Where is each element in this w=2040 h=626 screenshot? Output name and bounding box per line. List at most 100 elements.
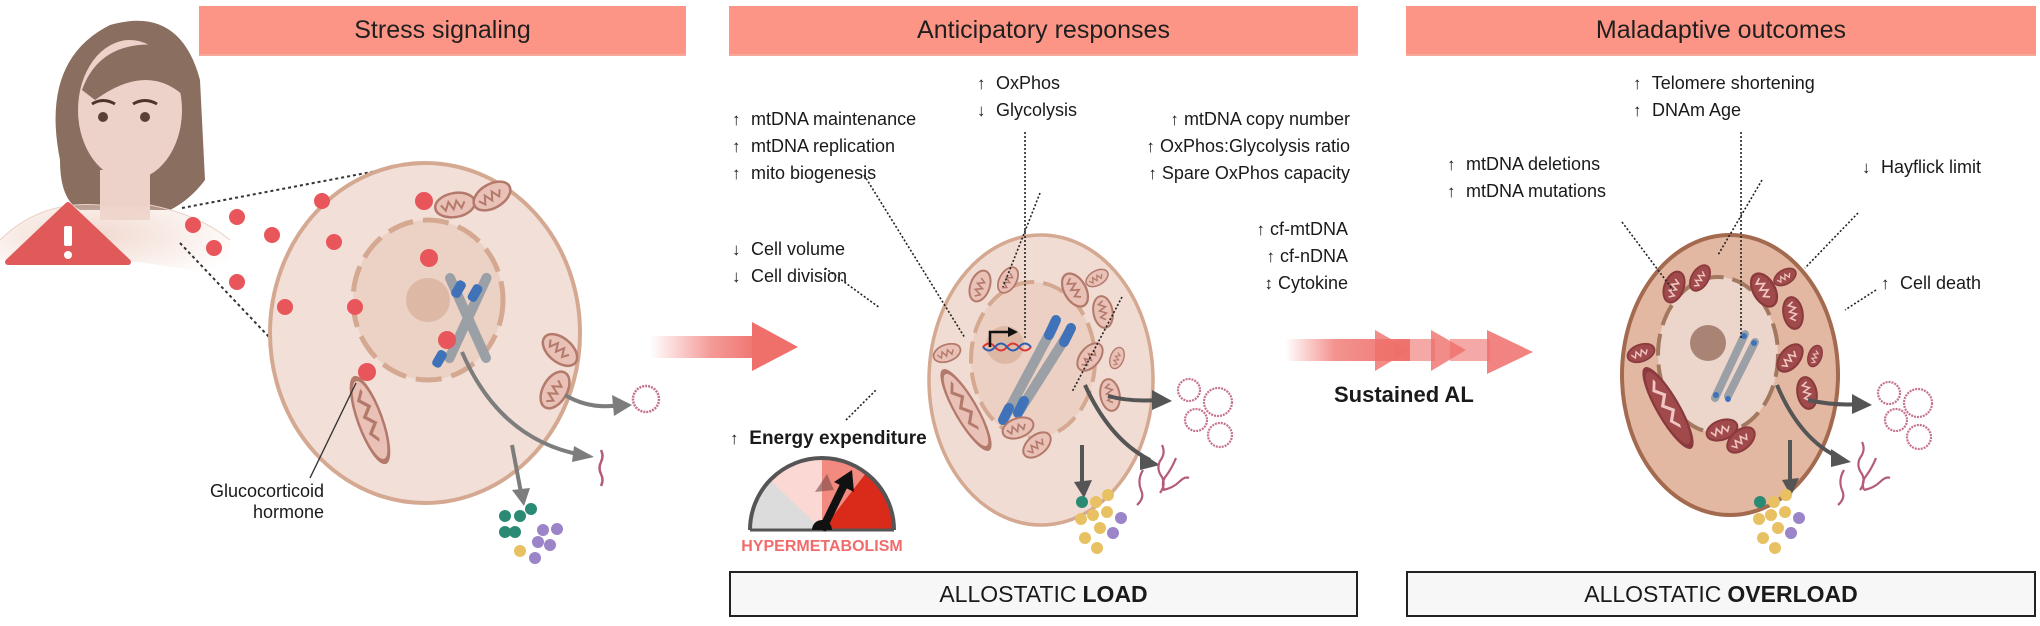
annotation-item: ↓ Glycolysis — [977, 97, 1077, 124]
direction-arrow-icon: ↓ — [732, 240, 741, 259]
cytokine-dots — [1753, 489, 1805, 554]
annotation-text: mtDNA copy number — [1183, 109, 1350, 129]
hormone-pointer-line — [309, 382, 357, 479]
annotation-text: mito biogenesis — [751, 163, 877, 183]
cf-ndna-strands — [1136, 444, 1190, 506]
annotation-item: ↑ cf-nDNA — [1200, 243, 1348, 270]
direction-arrow-icon: ↓ — [732, 267, 741, 286]
panel-title: Stress signaling — [354, 15, 531, 44]
person-illustration — [0, 20, 231, 280]
cell-maladaptive — [1620, 233, 1840, 517]
annotation-text: cf-mtDNA — [1270, 219, 1348, 239]
annotation-item: ↑ mtDNA replication — [732, 133, 916, 160]
annotation-pointers — [1621, 132, 1877, 338]
sustained-al-label: Sustained AL — [1334, 382, 1474, 407]
panel-title: Maladaptive outcomes — [1595, 15, 1847, 44]
hayflick-annotation: ↓ Hayflick limit — [1862, 154, 1981, 181]
annotation-item: ↑ Spare OxPhos capacity — [1100, 160, 1350, 187]
transition-arrow — [650, 322, 798, 371]
cf-mtdna-circles — [1176, 377, 1234, 449]
annotation-item: ↕ Cytokine — [1200, 270, 1348, 297]
cytokine-dots — [499, 503, 563, 564]
annotation-item: ↑ Telomere shortening — [1633, 70, 1815, 97]
hormone-label-line: Glucocorticoid — [209, 481, 324, 501]
panel-title: Anticipatory responses — [917, 15, 1170, 44]
direction-arrow-icon: ↑ — [1266, 247, 1275, 266]
footer-prefix: ALLOSTATIC — [939, 580, 1077, 607]
annotation-text: OxPhos:Glycolysis ratio — [1159, 136, 1350, 156]
direction-arrow-icon: ↑ — [1881, 274, 1890, 293]
cell-free-annotation-group: ↑ cf-mtDNA ↑ cf-nDNA ↕ Cytokine — [1200, 216, 1348, 297]
annotation-item: ↓ Cell division — [732, 263, 847, 290]
annotation-item: ↓ Cell volume — [732, 236, 847, 263]
direction-arrow-icon: ↑ — [1146, 137, 1155, 156]
direction-arrow-icon: ↑ — [1447, 155, 1456, 174]
direction-arrow-icon: ↑ — [1447, 182, 1456, 201]
footer-emphasis: LOAD — [1082, 580, 1148, 607]
direction-arrow-icon: ↑ — [1256, 220, 1265, 239]
annotation-text: Spare OxPhos capacity — [1161, 163, 1350, 183]
direction-arrow-icon: ↑ — [1170, 110, 1179, 129]
cytokine-dots — [1075, 489, 1127, 554]
footer-prefix: ALLOSTATIC — [1584, 580, 1722, 607]
annotation-text: Hayflick limit — [1881, 157, 1982, 177]
annotation-item: ↑ cf-mtDNA — [1200, 216, 1348, 243]
direction-arrow-icon: ↑ — [732, 137, 741, 156]
annotation-text: cf-nDNA — [1279, 246, 1348, 266]
cf-ndna-strands — [1837, 441, 1891, 506]
mtdna-damage-annotation-group: ↑ mtDNA deletions ↑ mtDNA mutations — [1447, 151, 1606, 205]
cell-death-annotation: ↑ Cell death — [1881, 270, 1981, 297]
annotation-item: ↑ OxPhos:Glycolysis ratio — [1100, 133, 1350, 160]
annotation-text: Cytokine — [1277, 273, 1348, 293]
annotation-text: Cell death — [1900, 273, 1982, 293]
direction-arrow-icon: ↑ — [977, 74, 986, 93]
direction-arrow-icon: ↓ — [977, 101, 986, 120]
panel-header-maladaptive-outcomes: Maladaptive outcomes — [1406, 6, 2036, 56]
mito-annotation-group: ↑ mtDNA maintenance ↑ mtDNA replication … — [732, 106, 916, 187]
annotation-text: Cell volume — [751, 239, 846, 259]
metabolism-annotation-group: ↑ OxPhos ↓ Glycolysis — [977, 70, 1077, 124]
annotation-text: Telomere shortening — [1651, 73, 1815, 93]
annotation-item: ↑ mtDNA copy number — [1100, 106, 1350, 133]
annotation-text: mtDNA replication — [751, 136, 896, 156]
footer-emphasis: OVERLOAD — [1727, 580, 1858, 607]
annotation-text: Glycolysis — [996, 100, 1078, 120]
panel-header-anticipatory-responses: Anticipatory responses — [729, 6, 1358, 56]
direction-arrow-icon: ↑ — [732, 164, 741, 183]
annotation-pointers — [824, 132, 1123, 421]
direction-arrow-icon: ↓ — [1862, 158, 1871, 177]
annotation-text: mtDNA mutations — [1466, 181, 1607, 201]
annotation-text: mtDNA maintenance — [751, 109, 917, 129]
annotation-item: ↑ mtDNA mutations — [1447, 178, 1606, 205]
annotation-item: ↑ DNAm Age — [1633, 97, 1815, 124]
telomere-annotation-group: ↑ Telomere shortening ↑ DNAm Age — [1633, 70, 1815, 124]
cf-mtdna-circles — [1876, 380, 1934, 451]
hormone-label: Glucocorticoid hormone — [180, 481, 324, 523]
annotation-text: mtDNA deletions — [1466, 154, 1601, 174]
hormone-dots — [185, 192, 456, 381]
copy-number-annotation-group: ↑ mtDNA copy number ↑ OxPhos:Glycolysis … — [1100, 106, 1350, 187]
annotation-text: Cell division — [751, 266, 848, 286]
hormone-label-line: hormone — [252, 502, 324, 522]
warning-icon — [5, 202, 131, 265]
annotation-text: DNAm Age — [1652, 100, 1742, 120]
annotation-item: ↑ mtDNA maintenance — [732, 106, 916, 133]
annotation-item: ↑ mtDNA deletions — [1447, 151, 1606, 178]
annotation-text: OxPhos — [996, 73, 1061, 93]
annotation-item: ↑ mito biogenesis — [732, 160, 916, 187]
cell-size-annotation-group: ↓ Cell volume ↓ Cell division — [732, 236, 847, 290]
direction-arrow-icon: ↑ — [732, 110, 741, 129]
cell-anticipatory — [927, 233, 1155, 527]
sustained-transition-arrow — [1285, 330, 1533, 374]
energy-expenditure-label: ↑ Energy expenditure — [730, 425, 927, 452]
direction-arrow-icon: ↑ — [730, 429, 739, 448]
panel-header-stress-signaling: Stress signaling — [199, 6, 686, 56]
cell-stress — [268, 161, 585, 505]
annotation-text: Energy expenditure — [749, 428, 927, 449]
hypermetabolism-gauge — [748, 456, 896, 532]
direction-arrow-icon: ↑ — [1148, 164, 1157, 183]
direction-arrow-icon: ↑ — [1633, 74, 1642, 93]
